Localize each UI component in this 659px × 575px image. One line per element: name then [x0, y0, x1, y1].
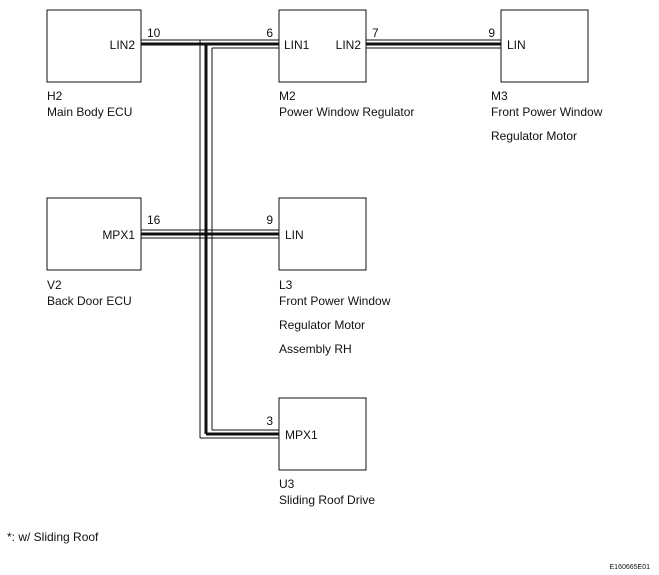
wire-v2-to-l3 — [141, 229, 279, 239]
m2-port-left-label: LIN1 — [284, 38, 310, 52]
component-m2: LIN1 LIN2 6 7 M2 Power Window Regulator — [266, 9, 414, 119]
m3-box — [500, 9, 589, 83]
m3-name-line-2: Regulator Motor — [491, 129, 577, 143]
footnote: *: w/ Sliding Roof — [7, 530, 99, 544]
l3-port-label: LIN — [285, 228, 304, 242]
component-l3: LIN 9 L3 Front Power Window Regulator Mo… — [266, 197, 391, 356]
l3-name-line-1: Front Power Window — [279, 294, 391, 308]
wire-trunk-to-u3 — [200, 429, 279, 439]
wire-vertical-trunk — [199, 40, 213, 438]
m2-code: M2 — [279, 89, 296, 103]
m2-port-right-label: LIN2 — [336, 38, 362, 52]
l3-pin-number: 9 — [266, 213, 273, 227]
h2-pin-number: 10 — [147, 26, 161, 40]
l3-box — [278, 197, 367, 271]
figure-code: E160665E01 — [610, 564, 651, 571]
m3-pin-number: 9 — [488, 26, 495, 40]
component-u3: MPX1 3 U3 Sliding Roof Drive — [266, 397, 375, 507]
wire-h2-to-m2 — [141, 39, 279, 49]
wiring-harness — [141, 39, 501, 439]
m2-pin-right-number: 7 — [372, 26, 379, 40]
v2-pin-number: 16 — [147, 213, 161, 227]
l3-name-line-3: Assembly RH — [279, 342, 352, 356]
m3-port-label: LIN — [507, 38, 526, 52]
component-v2: MPX1 16 V2 Back Door ECU — [46, 197, 161, 308]
h2-port-label: LIN2 — [110, 38, 136, 52]
h2-name-line-1: Main Body ECU — [47, 105, 132, 119]
v2-box — [46, 197, 142, 271]
wire-m2-to-m3 — [366, 39, 501, 49]
u3-port-label: MPX1 — [285, 428, 318, 442]
component-h2: LIN2 10 H2 Main Body ECU — [46, 9, 161, 119]
u3-box — [278, 397, 367, 471]
m3-code: M3 — [491, 89, 508, 103]
m2-name-line-1: Power Window Regulator — [279, 105, 414, 119]
m2-box — [278, 9, 367, 83]
l3-name-line-2: Regulator Motor — [279, 318, 365, 332]
l3-code: L3 — [279, 278, 293, 292]
v2-name-line-1: Back Door ECU — [47, 294, 132, 308]
component-m3: LIN 9 M3 Front Power Window Regulator Mo… — [488, 9, 603, 143]
h2-box — [46, 9, 142, 83]
v2-port-label: MPX1 — [102, 228, 135, 242]
u3-code: U3 — [279, 477, 295, 491]
m3-name-line-1: Front Power Window — [491, 105, 603, 119]
u3-pin-number: 3 — [266, 414, 273, 428]
m2-pin-left-number: 6 — [266, 26, 273, 40]
v2-code: V2 — [47, 278, 62, 292]
u3-name-line-1: Sliding Roof Drive — [279, 493, 375, 507]
h2-code: H2 — [47, 89, 63, 103]
